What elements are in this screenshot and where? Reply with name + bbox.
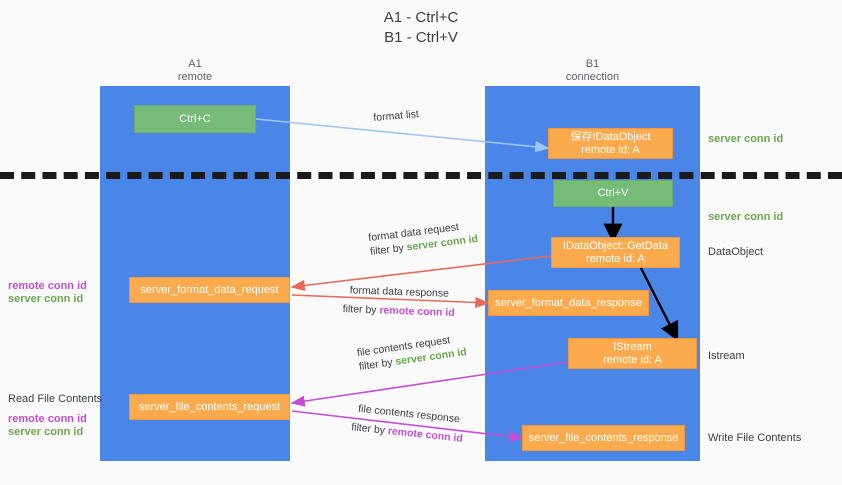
diagram-title: A1 - Ctrl+C B1 - Ctrl+V <box>0 8 842 48</box>
label-write-file-contents: Write File Contents <box>708 432 802 444</box>
box-server-format-data-request[interactable]: server_format_data_request <box>129 277 290 303</box>
edge-label-format-data-response: format data response filter by remote co… <box>342 283 455 320</box>
edge-label-format-list-text: format list <box>372 108 420 125</box>
box-save-idataobject[interactable]: 保存IDataObject remote id: A <box>548 128 673 159</box>
box-ctrl-c[interactable]: Ctrl+C <box>134 105 256 133</box>
edge-label-format-data-response-line1: format data response <box>349 284 450 300</box>
title-line-1: A1 - Ctrl+C <box>383 9 459 26</box>
box-ctrl-v-label: Ctrl+V <box>597 187 629 199</box>
box-idataobject-getdata-line1: IDataObject::GetData <box>562 239 669 252</box>
phase-divider <box>0 172 842 179</box>
box-save-idataobject-line2: remote id: A <box>581 143 640 156</box>
edge-label-fdresp-filter-pre: filter by <box>342 303 380 317</box>
box-idataobject-getdata-line2: remote id: A <box>586 252 645 265</box>
label-server-conn-id-mid: server conn id <box>708 211 784 223</box>
box-istream-line1: IStream <box>613 340 652 353</box>
box-server-file-contents-response-label: server_file_contents_response <box>528 431 679 444</box>
label-server-conn-id-2: server conn id <box>8 426 84 438</box>
lane-header-a1: A1 remote <box>100 58 290 84</box>
edge-label-fdresp-filter-key: remote conn id <box>379 304 455 319</box>
label-remote-conn-id-2: remote conn id <box>8 413 87 425</box>
box-idataobject-getdata[interactable]: IDataObject::GetData remote id: A <box>551 237 680 268</box>
box-istream-line2: remote id: A <box>603 353 662 366</box>
box-server-format-data-request-label: server_format_data_request <box>140 283 279 296</box>
label-remote-conn-id-1: remote conn id <box>8 280 87 292</box>
box-server-file-contents-request[interactable]: server_file_contents_request <box>129 394 290 420</box>
lane-a1-sub: remote <box>177 71 213 83</box>
box-ctrl-c-label: Ctrl+C <box>179 112 211 125</box>
label-server-conn-id-top: server conn id <box>708 133 784 145</box>
lane-header-b1: B1 connection <box>485 58 700 84</box>
box-ctrl-v[interactable]: Ctrl+V <box>553 180 673 207</box>
title-line-2: B1 - Ctrl+V <box>384 29 458 46</box>
label-server-conn-id-1: server conn id <box>8 293 84 305</box>
box-server-file-contents-response[interactable]: server_file_contents_response <box>522 425 685 451</box>
box-server-format-data-response-label: server_format_data_response <box>495 296 642 309</box>
box-server-file-contents-request-label: server_file_contents_request <box>138 400 281 413</box>
lane-a1-name: A1 <box>188 58 202 70</box>
label-istream: Istream <box>708 350 745 362</box>
label-read-file-contents: Read File Contents <box>8 393 103 405</box>
lane-b1-sub: connection <box>565 71 620 83</box>
box-istream[interactable]: IStream remote id: A <box>568 338 697 369</box>
edge-label-fcresp-filter-pre: filter by <box>350 421 389 437</box>
box-server-format-data-response[interactable]: server_format_data_response <box>488 290 649 316</box>
label-dataobject: DataObject <box>708 246 764 258</box>
lane-b1-name: B1 <box>585 58 600 70</box>
box-save-idataobject-line1: 保存IDataObject <box>570 130 651 143</box>
